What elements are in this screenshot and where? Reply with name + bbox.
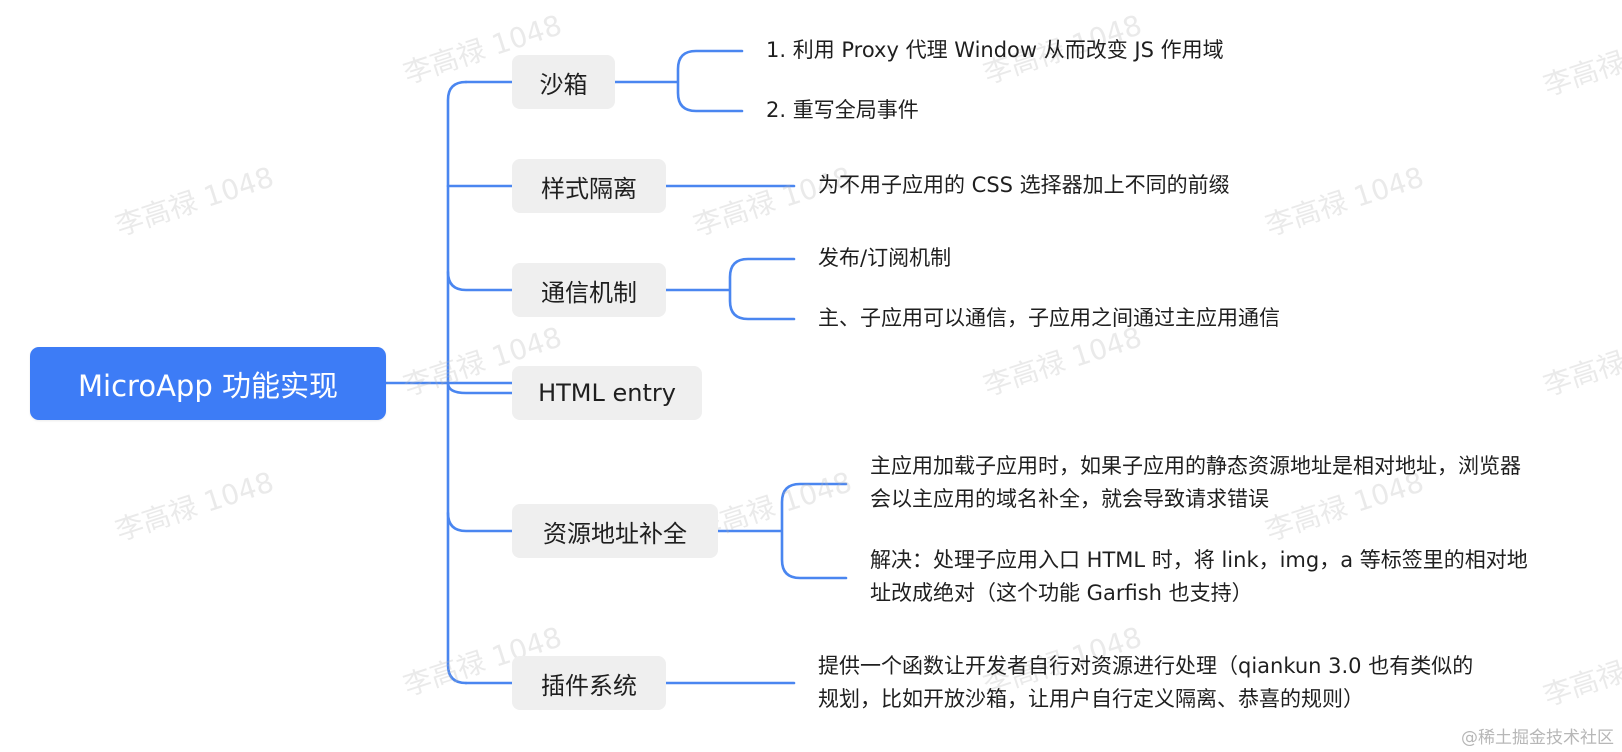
leaf-line: 规划，比如开放沙箱，让用户自行定义隔离、恭喜的规则） — [818, 687, 1364, 711]
leaf-line: 解决：处理子应用入口 HTML 时，将 link，img，a 等标签里的相对地 — [870, 548, 1528, 572]
leaf-line: 会以主应用的域名补全，就会导致请求错误 — [870, 487, 1269, 511]
branch-node-label: 沙箱 — [539, 70, 588, 99]
branch-node-resource-completion[interactable]: 资源地址补全 — [512, 504, 718, 558]
branch-node-label: 插件系统 — [541, 671, 637, 700]
leaf-node[interactable]: 1. 利用 Proxy 代理 Window 从而改变 JS 作用域 — [766, 38, 1224, 62]
leaf-node[interactable]: 为不用子应用的 CSS 选择器加上不同的前缀 — [818, 173, 1230, 197]
connector-leaf — [613, 49, 744, 113]
connector-branch — [446, 381, 514, 395]
branch-node-label: 样式隔离 — [541, 174, 637, 203]
branch-node-label: 资源地址补全 — [543, 519, 687, 548]
leaf-node-multiline[interactable]: 解决：处理子应用入口 HTML 时，将 link，img，a 等标签里的相对地 … — [870, 544, 1528, 610]
leaf-node-multiline[interactable]: 提供一个函数让开发者自行对资源进行处理（qiankun 3.0 也有类似的 规划… — [818, 650, 1473, 716]
root-node-label: MicroApp 功能实现 — [78, 368, 338, 403]
leaf-line: 提供一个函数让开发者自行对资源进行处理（qiankun 3.0 也有类似的 — [818, 654, 1474, 678]
source-credit: @稀土掘金技术社区 — [1461, 728, 1614, 748]
branch-node-plugin-system[interactable]: 插件系统 — [512, 656, 666, 710]
leaf-line: 址改成绝对（这个功能 Garfish 也支持） — [870, 581, 1253, 605]
connector-branch — [446, 511, 514, 533]
branch-node-label: 通信机制 — [541, 278, 637, 307]
branch-node-style-isolation[interactable]: 样式隔离 — [512, 159, 666, 213]
root-node[interactable]: MicroApp 功能实现 — [30, 347, 386, 420]
connector-leaf — [716, 482, 848, 580]
leaf-node[interactable]: 主、子应用可以通信，子应用之间通过主应用通信 — [818, 306, 1280, 330]
branch-node-communication[interactable]: 通信机制 — [512, 263, 666, 317]
branch-node-label: HTML entry — [538, 379, 676, 407]
branch-node-sandbox[interactable]: 沙箱 — [512, 55, 615, 109]
branch-node-html-entry[interactable]: HTML entry — [512, 366, 702, 420]
connector-leaf — [664, 257, 796, 321]
leaf-node-multiline[interactable]: 主应用加载子应用时，如果子应用的静态资源地址是相对地址，浏览器 会以主应用的域名… — [870, 450, 1521, 516]
leaf-line: 主应用加载子应用时，如果子应用的静态资源地址是相对地址，浏览器 — [870, 454, 1521, 478]
leaf-node[interactable]: 2. 重写全局事件 — [766, 98, 919, 122]
connector-branch — [446, 270, 514, 292]
leaf-node[interactable]: 发布/订阅机制 — [818, 246, 952, 270]
